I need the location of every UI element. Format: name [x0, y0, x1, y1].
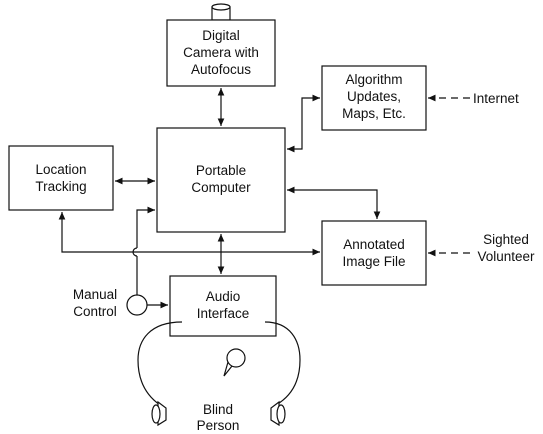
computer-label-2: Computer: [191, 180, 251, 195]
connector-computer-annotated: [287, 186, 381, 219]
left-earphone-icon: [151, 400, 167, 427]
connector-location-annotated: [58, 212, 320, 256]
annotated-block: [321, 220, 427, 286]
sighted-label-1: Sighted: [483, 232, 529, 247]
right-earphone-icon: [270, 400, 286, 427]
algorithm-block: [321, 65, 427, 131]
manual-label-1: Manual: [73, 287, 117, 302]
location-block: [8, 145, 114, 211]
microphone-icon: [223, 348, 246, 377]
annotated-label-1: Annotated: [343, 237, 405, 252]
camera-label-1: Digital: [202, 28, 240, 43]
manual-label-2: Control: [73, 304, 117, 319]
location-label-1: Location: [35, 162, 86, 177]
manual-control-knob-icon: [126, 294, 148, 316]
computer-label-1: Portable: [196, 163, 246, 178]
headset-right-arc: [264, 321, 301, 406]
algorithm-label-1: Algorithm: [345, 72, 402, 87]
camera-label-3: Autofocus: [191, 62, 251, 77]
camera-lens-icon: [211, 3, 231, 21]
audio-label-1: Audio: [206, 289, 241, 304]
sighted-label-2: Volunteer: [477, 249, 535, 264]
location-label-2: Tracking: [35, 179, 86, 194]
blind-label-1: Blind: [203, 402, 233, 417]
audio-block: [169, 275, 277, 337]
camera-block: [166, 19, 276, 87]
annotated-label-2: Image File: [342, 254, 405, 269]
algorithm-label-3: Maps, Etc.: [342, 106, 406, 121]
audio-label-2: Interface: [197, 306, 250, 321]
algorithm-label-2: Updates,: [347, 89, 401, 104]
connector-manual-computer-upper: [136, 206, 155, 248]
internet-label: Internet: [473, 91, 519, 106]
headset-left-arc: [137, 321, 183, 406]
blind-label-2: Person: [197, 418, 240, 433]
connector-hop: [132, 247, 138, 257]
connector-computer-algorithm: [287, 94, 320, 153]
camera-label-2: Camera with: [183, 45, 259, 60]
